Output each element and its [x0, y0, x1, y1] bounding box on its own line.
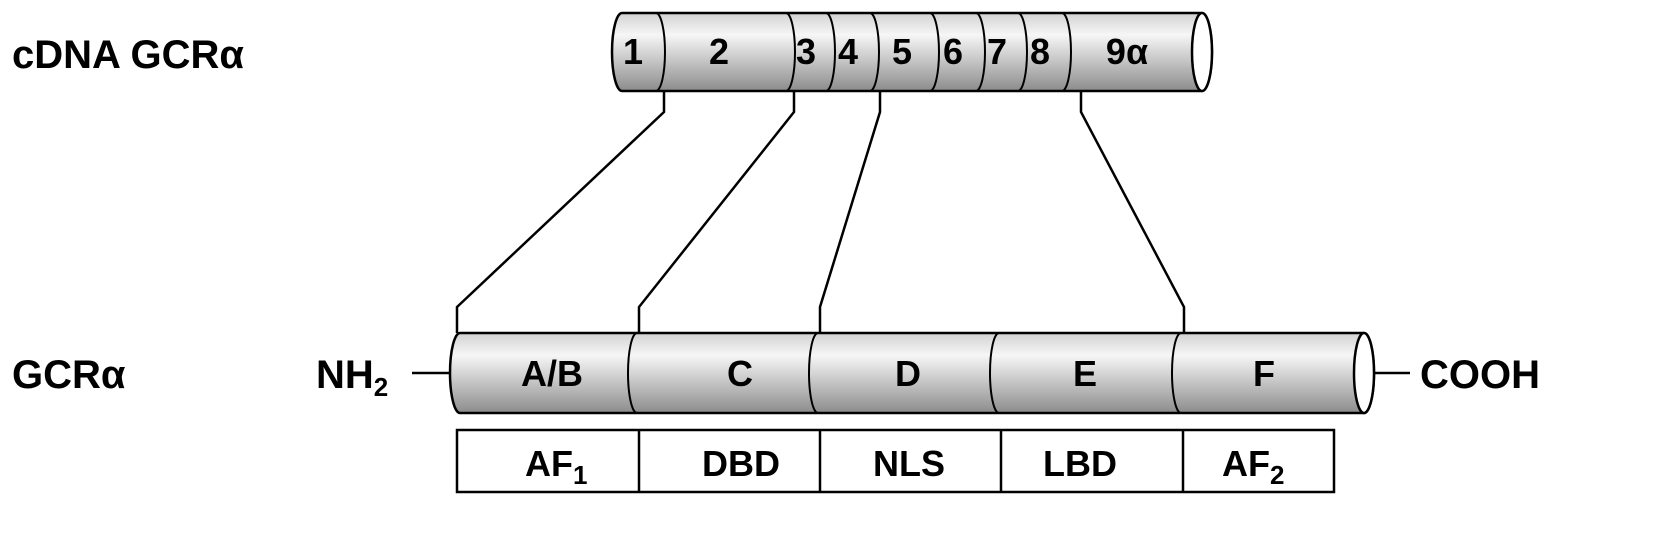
exon-3-label: 3	[796, 31, 816, 72]
function-af1-label: AF1	[525, 443, 587, 490]
function-nls-label: NLS	[873, 443, 945, 484]
exon-5-label: 5	[892, 31, 912, 72]
connector-line-c	[637, 91, 796, 333]
cdna-cylinder-end	[1190, 11, 1214, 93]
exon-2-label: 2	[709, 31, 729, 72]
exon-6-label: 6	[943, 31, 963, 72]
exon-7-label: 7	[987, 31, 1007, 72]
connector-line-f	[1079, 91, 1186, 333]
function-box-frame	[455, 428, 1336, 494]
exon-1-label: 1	[623, 31, 643, 72]
c-terminus-label: COOH	[1420, 353, 1540, 397]
protein-cylinder	[448, 331, 1376, 415]
function-lbd-label: LBD	[1043, 443, 1117, 484]
connector-line-ab	[455, 91, 666, 333]
connector-lines	[455, 91, 1186, 333]
function-boxes	[455, 428, 1336, 494]
exon-8-label: 8	[1030, 31, 1050, 72]
cdna-title: cDNA GCRα	[12, 33, 244, 77]
domain-e-label: E	[1073, 353, 1097, 394]
exon-9-label: 9α	[1106, 31, 1148, 72]
function-dbd-label: DBD	[702, 443, 780, 484]
domain-f-label: F	[1253, 353, 1275, 394]
domain-d-label: D	[895, 353, 921, 394]
cdna-cylinder	[610, 11, 1214, 93]
connector-line-d	[818, 91, 882, 333]
domain-c-label: C	[727, 353, 753, 394]
n-terminus-label: NH2	[316, 353, 388, 402]
domain-ab-label: A/B	[521, 353, 583, 394]
function-af2-label: AF2	[1222, 443, 1284, 490]
protein-cylinder-end	[1352, 331, 1376, 415]
protein-title: GCRα	[12, 353, 126, 397]
exon-4-label: 4	[838, 31, 858, 72]
